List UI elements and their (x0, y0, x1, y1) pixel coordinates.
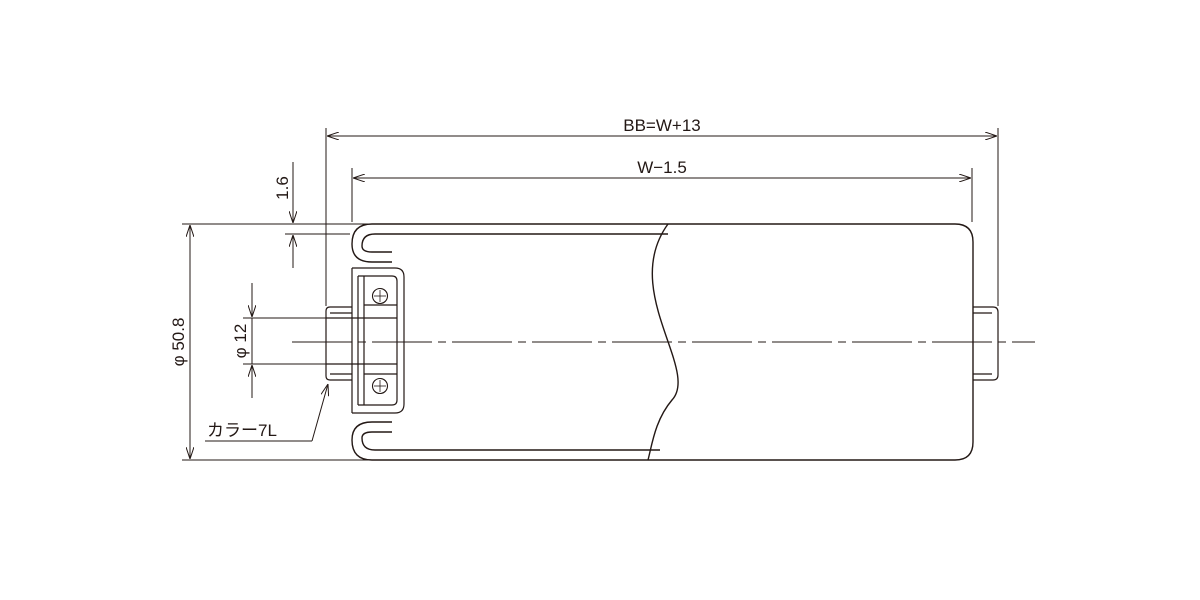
collar-leader: カラー7L (205, 384, 328, 442)
left-collar (325, 306, 368, 381)
tube-length-label: W−1.5 (637, 158, 687, 177)
wall-thickness-label: 1.6 (273, 176, 292, 200)
dimension-outer-diameter: φ 50.8 (169, 223, 372, 461)
dimension-shaft-diameter: φ 12 (231, 283, 326, 398)
shaft-diameter-label: φ 12 (231, 324, 250, 359)
bearing-housing (351, 267, 405, 414)
overall-length-label: BB=W+13 (623, 116, 701, 135)
right-shaft (973, 306, 999, 381)
dimension-wall-thickness: 1.6 (273, 162, 350, 268)
bearing-balls (371, 287, 389, 395)
dimension-overall-length: BB=W+13 (325, 116, 999, 306)
dimension-tube-length: W−1.5 (351, 158, 973, 222)
collar-label: カラー7L (207, 421, 277, 440)
outer-diameter-label: φ 50.8 (169, 318, 188, 367)
